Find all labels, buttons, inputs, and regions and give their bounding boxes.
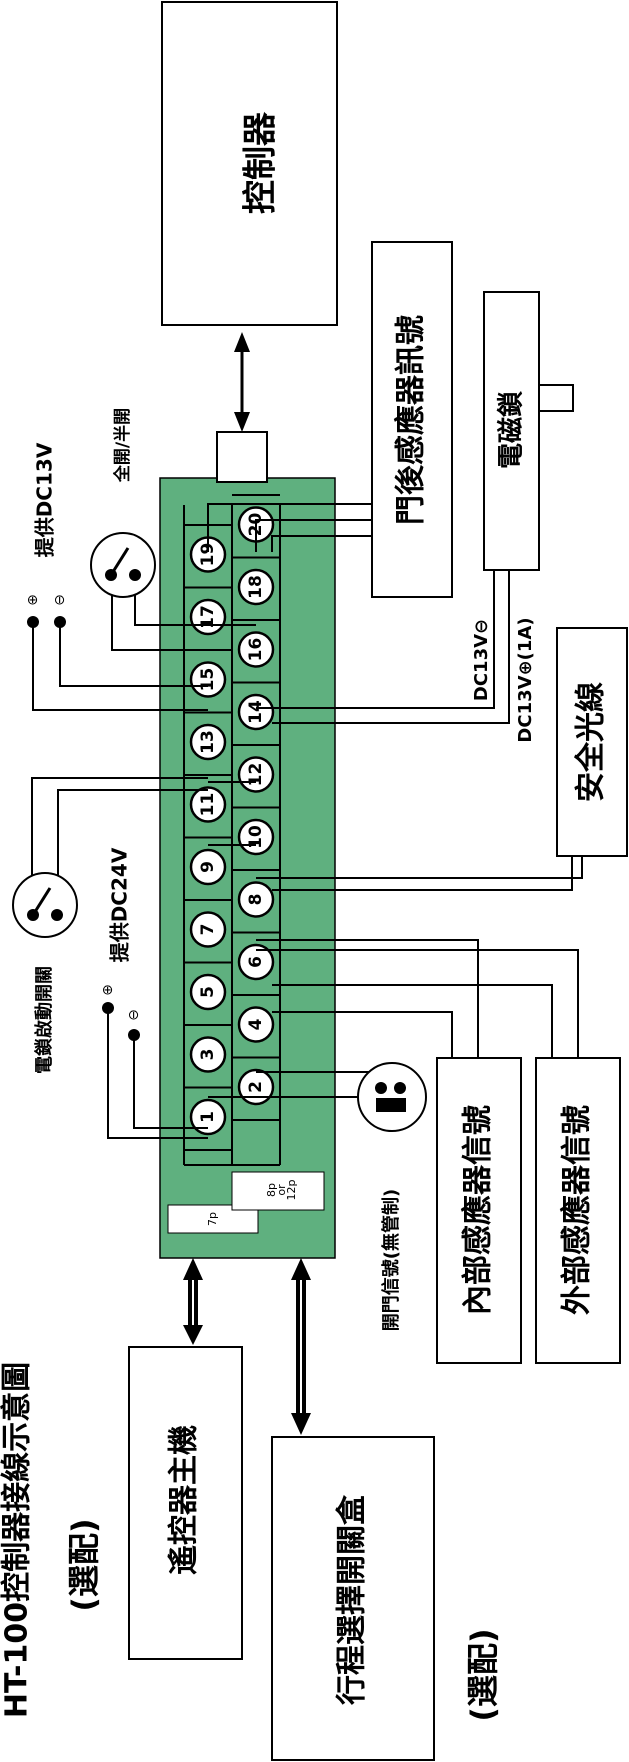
rear-sensor-label: 門後感應器訊號 [394,315,429,525]
terminal-number: 16 [246,638,266,662]
rear-sensor-box [371,241,453,598]
arrow-remote-host [183,1258,203,1345]
optional-label-remote: (選配) [65,1518,103,1611]
terminal-number: 14 [246,700,266,724]
connector-12p-line-2: or [275,1184,288,1196]
power-24v-plus-dot [102,1002,114,1014]
power-24v-minus: ⊖ [126,1009,142,1021]
terminal-number: 19 [198,543,218,567]
page-title: HT-100控制器接線示意圖 [0,1362,35,1718]
terminal-number: 15 [198,668,218,692]
remote-host-label: 遙控器主機 [167,1425,202,1575]
connector-12p-box [231,1171,325,1211]
terminal-number: 5 [198,986,218,998]
open-signal-connector [357,1062,427,1132]
remote-host-box [128,1346,243,1660]
inner-sensor-box [436,1057,522,1364]
lock-switch [12,872,78,938]
terminal-number: 7 [198,924,218,936]
power-24v-label: 提供DC24V [108,847,132,962]
power-13v-label: 提供DC13V [33,442,57,557]
travel-box [271,1436,435,1761]
terminal-number: 11 [198,793,218,817]
board-connector-block [216,431,268,483]
connector-12p-line-1: 8p [265,1183,278,1197]
power-13v-plus: ⊕ [25,594,41,606]
dc13v-minus-label: DC13V⊖ [471,619,492,701]
electric-lock-label: 電磁鎖 [496,391,527,469]
terminal-number: 3 [198,1049,218,1061]
arrow-travel-box [291,1258,311,1435]
dc13v-plus-label: DC13V⊕(1A) [515,617,536,742]
terminal-number: 17 [198,605,218,629]
full-half-switch [90,532,156,598]
arrow-controller [234,332,250,432]
terminal-6 [237,943,275,981]
terminal-number: 12 [246,763,266,787]
terminal-16 [237,631,275,668]
terminal-grid [183,505,281,1166]
terminal-number: 6 [246,956,266,968]
power-13v-minus: ⊖ [52,594,68,606]
terminal-13 [189,723,227,761]
full-half-label: 全開/半開 [112,408,133,483]
terminal-number: 1 [198,1111,218,1123]
outer-sensor-label: 外部感應器信號 [560,1105,595,1315]
power-13v-minus-dot [54,616,66,628]
terminal-2 [237,1068,275,1106]
terminal-number: 2 [246,1081,266,1093]
terminal-18 [237,568,275,606]
terminal-number: 4 [246,1018,266,1030]
safety-beam-label: 安全光線 [574,682,609,802]
power-24v-minus-dot [128,1029,140,1041]
lock-switch-label: 電鎖啟動開關 [33,966,55,1074]
terminal-number: 18 [246,575,266,599]
terminal-number: 8 [246,894,266,906]
terminal-8 [237,881,275,918]
terminal-5 [189,973,227,1011]
electric-lock-box [483,291,540,571]
power-24v-plus: ⊕ [100,984,116,996]
travel-box-label: 行程選擇開關盒 [335,1494,370,1706]
connector-12p-label: 8p or 12p [265,1179,298,1200]
terminal-number: 13 [198,730,218,754]
electric-lock-tab [538,384,574,412]
terminal-9 [189,848,227,886]
terminal-4 [237,1006,275,1043]
controller-box [161,1,338,326]
connector-7p-label: 7p [206,1212,219,1226]
safety-beam-box [556,627,628,857]
outer-sensor-box [535,1057,621,1364]
terminal-1 [189,1098,227,1136]
terminal-15 [189,661,227,698]
controller-label: 控制器 [241,111,281,214]
inner-sensor-label: 內部感應器信號 [461,1105,496,1315]
terminal-3 [189,1036,227,1073]
terminal-7 [189,911,227,948]
wiring [31,503,583,1139]
power-13v-plus-dot [27,616,39,628]
terminal-11 [189,786,227,823]
terminal-number: 10 [246,825,266,849]
connector-12p-line-3: 12p [285,1179,298,1200]
optional-label-travel: (選配) [464,1628,502,1721]
terminal-cells [184,494,280,1151]
terminal-number: 9 [198,861,218,873]
terminal-14 [237,693,275,731]
open-signal-label: 開門信號(無管制) [380,1189,402,1331]
